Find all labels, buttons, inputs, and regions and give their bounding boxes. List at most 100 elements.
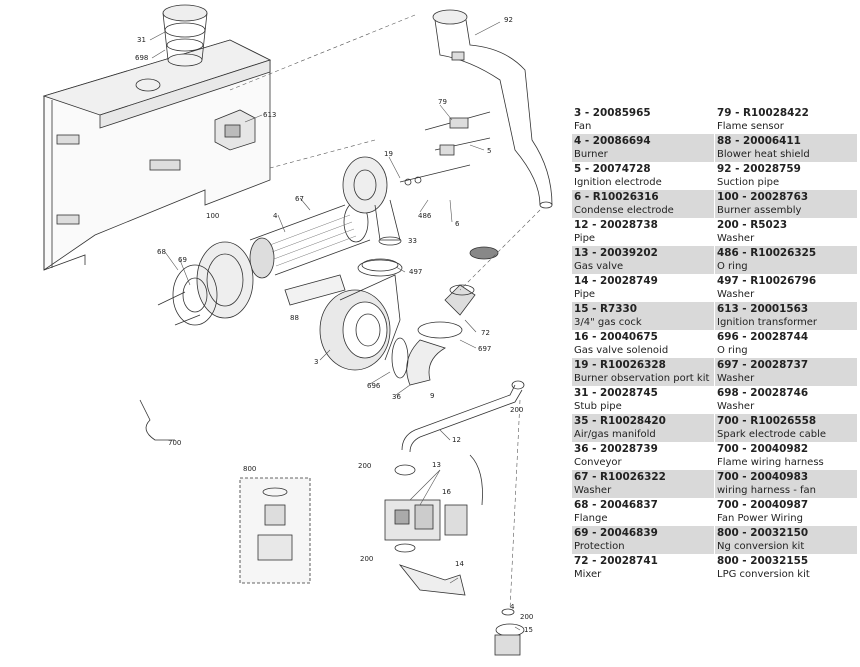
burner [249,201,371,279]
part-description: Washer [717,373,755,384]
part-description: Ignition electrode [574,177,662,188]
callout-15: 15 [524,626,533,634]
part-number: 3 - 20085965 [574,107,651,119]
part-description: Ignition transformer [717,317,818,328]
part-description: Air/gas manifold [574,429,656,440]
part-number: 68 - 20046837 [574,499,658,511]
part-number: 486 - R10026325 [717,247,817,259]
part-number: 700 - 20040987 [717,499,809,511]
callout-486: 486 [418,212,432,220]
callout-69: 69 [178,256,187,264]
callout-700: 700 [168,439,181,447]
callout-67: 67 [295,195,304,203]
air-gas-manifold [342,156,402,246]
part-number: 79 - R10028422 [717,107,809,119]
callout-36: 36 [392,393,401,401]
suction-pipe [432,9,553,209]
part-description: Conveyor [574,457,622,468]
callout-14: 14 [455,560,464,568]
mixer [417,284,476,339]
part-description: Stub pipe [574,401,622,412]
stub-pipe [162,4,208,67]
part-number: 35 - R10028420 [574,415,666,427]
part-number: 5 - 20074728 [574,163,651,175]
part-number: 16 - 20040675 [574,331,658,343]
part-number: 19 - R10026328 [574,359,666,371]
cabinet-panel [42,39,272,271]
washer-ring [361,258,399,272]
callout-68: 68 [157,248,166,256]
callout-92: 92 [504,16,513,24]
part-description: LPG conversion kit [717,569,810,580]
pipe-14 [398,564,466,596]
part-number: 4 - 20086694 [574,135,651,147]
part-description: wiring harness - fan [717,485,816,496]
part-description: Suction pipe [717,177,780,188]
part-description: Gas valve solenoid [574,345,669,356]
fan [319,259,403,371]
part-number: 697 - 20028737 [717,359,809,371]
part-number: 497 - R10026796 [717,275,817,287]
callout-6: 6 [455,220,460,228]
flange [157,241,254,326]
part-number: 14 - 20028749 [574,275,658,287]
part-description: Washer [717,233,755,244]
gas-cock [494,608,525,656]
wiring-harness [139,399,175,441]
callout-72: 72 [481,329,490,337]
part-number: 88 - 20006411 [717,135,801,147]
callout-9: 9 [430,392,434,400]
electrodes [399,111,491,186]
part-description: Flange [574,513,608,524]
callout-16: 16 [442,488,451,496]
callout-200: 200 [360,555,373,563]
part-number: 15 - R7330 [574,303,637,315]
part-description: Washer [574,485,612,496]
callout-labels: 31 698 92 613 79 19 5 486 6 100 4 67 33 … [135,16,533,634]
part-number: 100 - 20028763 [717,191,809,203]
part-number: 698 - 20028746 [717,387,809,399]
part-description: Burner assembly [717,205,802,216]
callout-200: 200 [358,462,371,470]
callout-100: 100 [206,212,219,220]
callout-31: 31 [137,36,146,44]
callout-4: 4 [273,212,278,220]
part-number: 31 - 20028745 [574,387,658,399]
callout-200: 200 [520,613,533,621]
callout-12: 12 [452,436,461,444]
callout-19: 19 [384,150,393,158]
part-description: Washer [717,401,755,412]
callout-79: 79 [438,98,447,106]
callout-88: 88 [290,314,299,322]
callout-497: 497 [409,268,422,276]
callout-200: 200 [510,406,523,414]
part-description: Mixer [574,569,602,580]
part-description: Fan Power Wiring [717,513,803,524]
callout-3: 3 [314,358,318,366]
part-number: 36 - 20028739 [574,443,658,455]
part-description: O ring [717,345,748,356]
